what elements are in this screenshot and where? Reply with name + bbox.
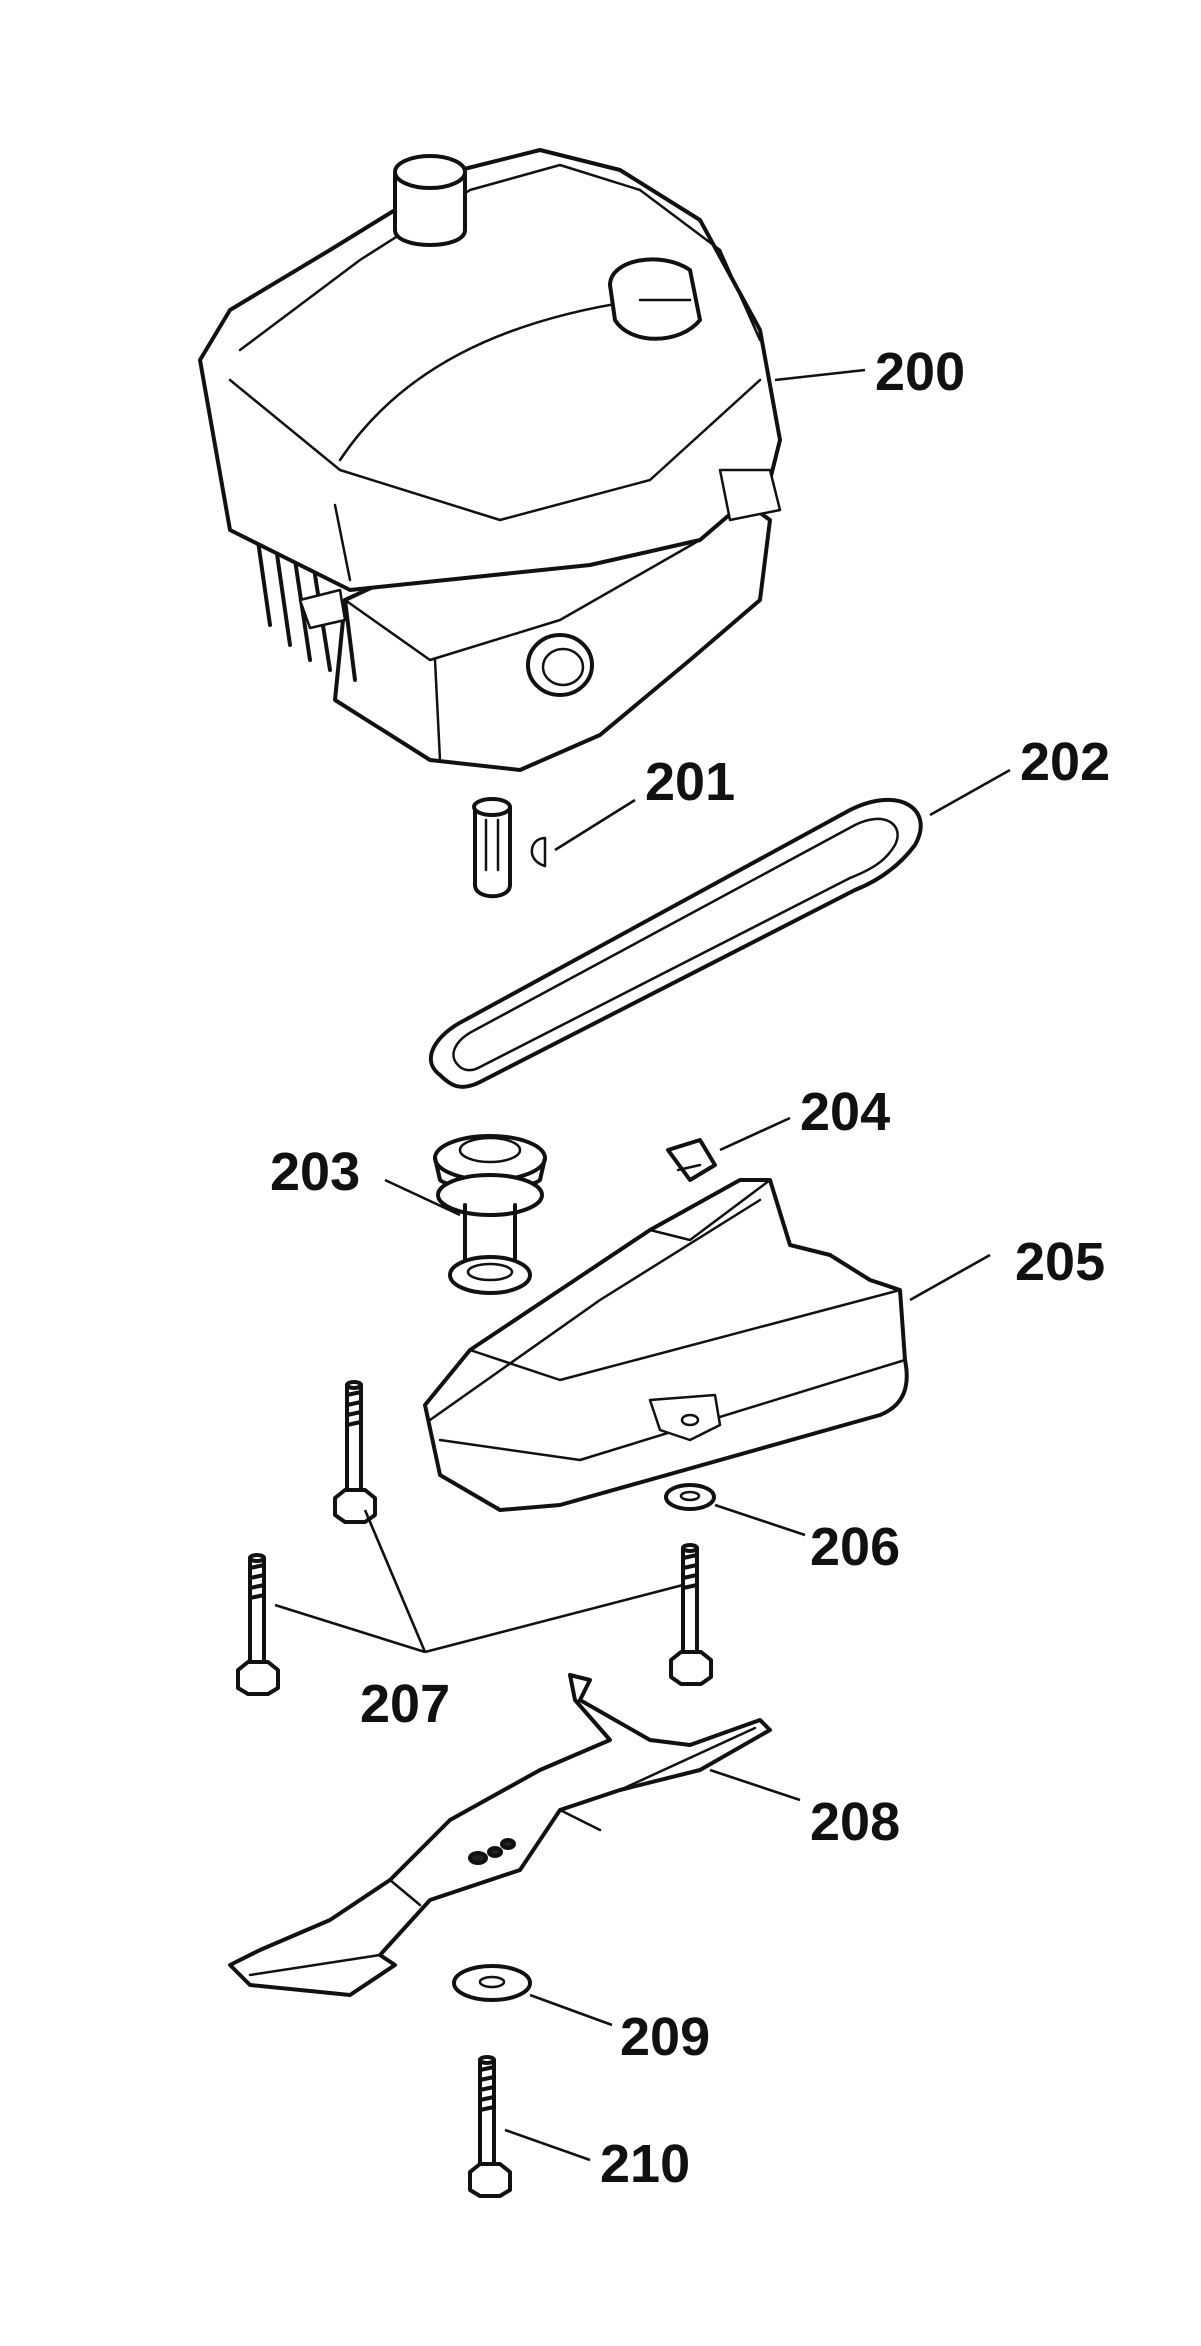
drive-belt-part (428, 798, 923, 1089)
belt-guard-part (423, 1178, 909, 1512)
leader-208 (709, 1768, 801, 1802)
leader-205 (909, 1253, 991, 1302)
callout-205: 205 (1015, 1232, 1105, 1292)
callout-202: 202 (1020, 732, 1110, 792)
clip-part (666, 1138, 717, 1182)
bolt-part-left (236, 1553, 280, 1696)
callout-203: 203 (270, 1142, 360, 1202)
callout-207: 207 (360, 1674, 450, 1734)
callout-201: 201 (645, 752, 735, 812)
shaft-adapter-part (472, 797, 547, 899)
leader-202 (929, 768, 1011, 817)
leader-200 (774, 368, 866, 382)
leader-207 (274, 1509, 684, 1654)
leader-201 (554, 798, 636, 852)
leader-210 (504, 2128, 591, 2162)
callout-206: 206 (810, 1517, 900, 1577)
pulley-part (433, 1134, 547, 1295)
callout-204: 204 (800, 1082, 890, 1142)
callout-209: 209 (620, 2007, 710, 2067)
leader-209 (529, 1993, 613, 2027)
callout-200: 200 (875, 342, 965, 402)
bolt-part-right (669, 1543, 713, 1686)
engine-part (198, 148, 782, 772)
bolt-part-upper (333, 1380, 377, 1524)
washer-part (664, 1483, 716, 1511)
blade-bolt-part (468, 2055, 512, 2198)
callout-210: 210 (600, 2134, 690, 2194)
blade-washer-part (452, 1964, 532, 2002)
mower-blade-part (228, 1673, 772, 1997)
leader-206 (714, 1503, 806, 1537)
leader-204 (719, 1116, 791, 1152)
leader-203 (384, 1178, 461, 1217)
callout-208: 208 (810, 1792, 900, 1852)
